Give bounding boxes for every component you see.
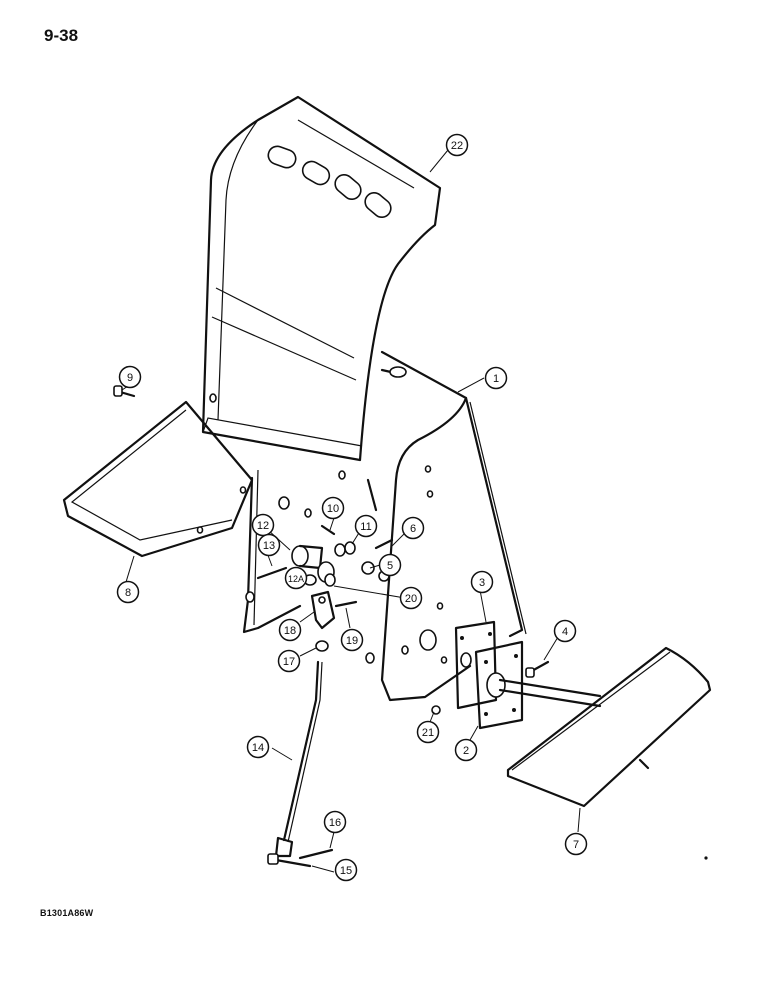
- svg-text:11: 11: [360, 521, 371, 533]
- callout-15: 15: [334, 858, 358, 882]
- svg-text:14: 14: [252, 742, 264, 754]
- svg-text:22: 22: [451, 140, 463, 152]
- callout-12: 12: [251, 513, 275, 537]
- callout-13: 13: [257, 533, 281, 557]
- svg-text:9: 9: [127, 372, 133, 384]
- part-22-seat-cover: [201, 95, 442, 480]
- svg-text:12: 12: [257, 520, 269, 532]
- callout-22: 22: [445, 133, 469, 157]
- svg-text:1: 1: [493, 373, 499, 385]
- part-7-right-pedal: [506, 646, 712, 808]
- callout-14: 14: [246, 735, 270, 759]
- callout-17: 17: [277, 649, 301, 673]
- part-1-main-bracket: [242, 350, 527, 702]
- callout-21: 21: [416, 720, 440, 744]
- stray-mark: [704, 856, 708, 860]
- svg-text:19: 19: [346, 635, 358, 647]
- svg-text:3: 3: [479, 577, 485, 589]
- callout-5: 5: [378, 553, 402, 577]
- callout-3: 3: [470, 570, 494, 594]
- leader-lines: [121, 149, 581, 873]
- callout-6: 6: [401, 516, 425, 540]
- callout-18: 18: [278, 618, 302, 642]
- svg-text:10: 10: [327, 503, 339, 515]
- svg-text:2: 2: [463, 745, 469, 757]
- page-number: 9-38: [44, 26, 79, 45]
- svg-text:21: 21: [422, 727, 434, 739]
- part-8-left-footrest: [62, 400, 254, 558]
- svg-text:18: 18: [284, 625, 296, 637]
- part-2-3-plates: [454, 620, 602, 730]
- callout-9: 9: [118, 365, 142, 389]
- svg-text:12A: 12A: [288, 574, 304, 584]
- callout-10: 10: [321, 496, 345, 520]
- figure-code: B1301A86W: [40, 908, 94, 918]
- callout-16: 16: [323, 810, 347, 834]
- callout-4: 4: [553, 619, 577, 643]
- callout-19: 19: [340, 628, 364, 652]
- svg-text:20: 20: [405, 593, 417, 605]
- callout-8: 8: [116, 580, 140, 604]
- svg-text:7: 7: [573, 839, 579, 851]
- svg-text:8: 8: [125, 587, 131, 599]
- callout-7: 7: [564, 832, 588, 856]
- svg-text:5: 5: [387, 560, 393, 572]
- svg-text:16: 16: [329, 817, 341, 829]
- svg-text:17: 17: [283, 656, 295, 668]
- callout-12a: 12A: [284, 566, 308, 590]
- svg-text:6: 6: [410, 523, 416, 535]
- callout-2: 2: [454, 738, 478, 762]
- svg-text:15: 15: [340, 865, 352, 877]
- hardware-parts: [113, 385, 550, 868]
- callout-1: 1: [484, 366, 508, 390]
- svg-text:13: 13: [263, 540, 275, 552]
- callout-20: 20: [399, 586, 423, 610]
- svg-text:4: 4: [562, 626, 568, 638]
- callout-11: 11: [354, 514, 378, 538]
